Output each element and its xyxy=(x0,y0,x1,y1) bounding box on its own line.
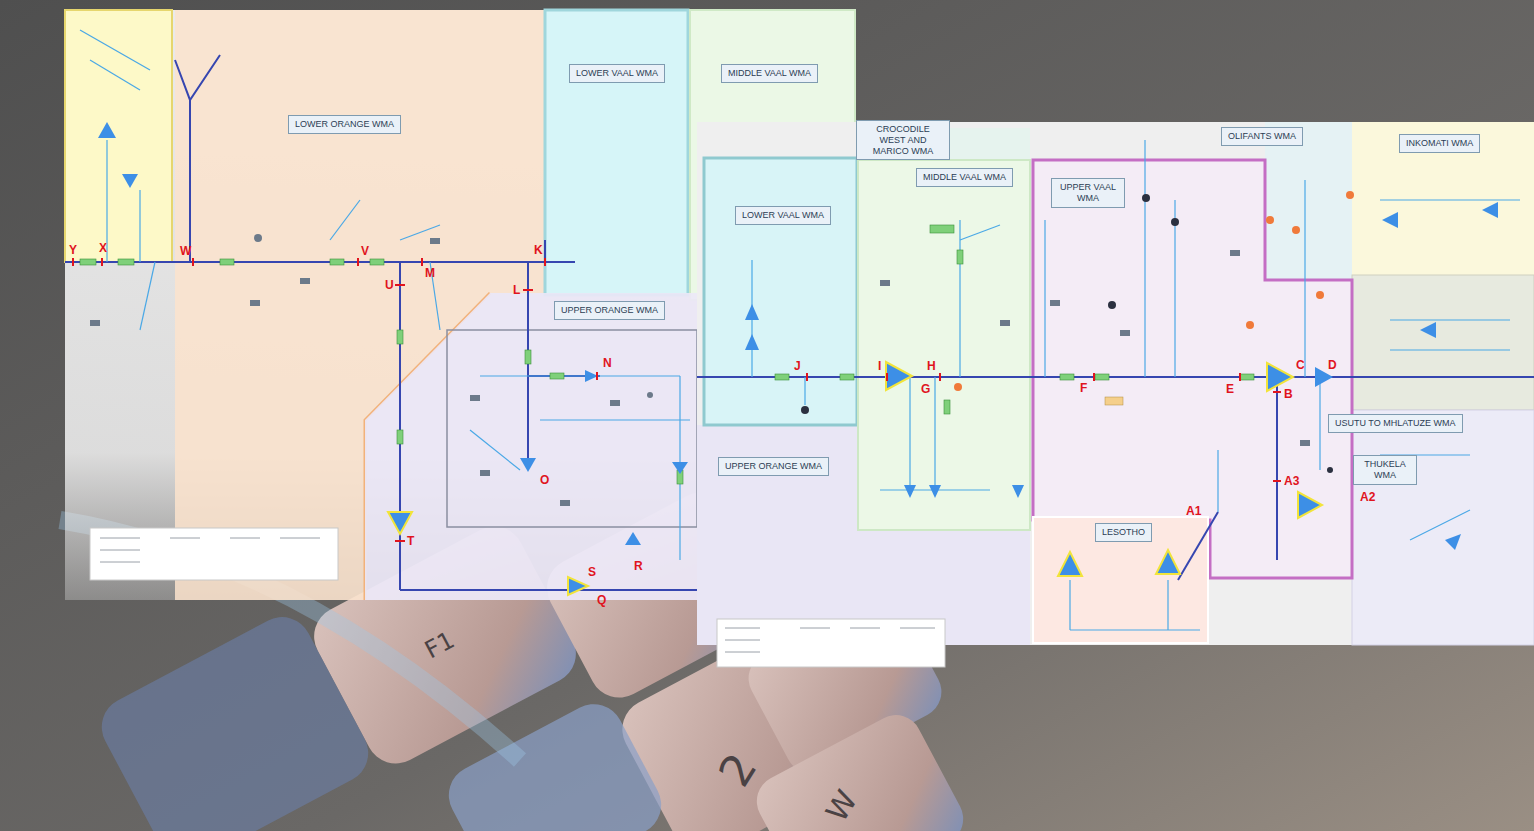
flow-point-marker: A3 xyxy=(1284,475,1299,487)
wma-label: CROCODILE WEST AND MARICO WMA xyxy=(856,120,950,160)
wma-name: OLIFANTS WMA xyxy=(1228,131,1296,142)
wma-name: LOWER VAAL WMA xyxy=(576,68,658,79)
flow-point-marker: J xyxy=(794,360,801,372)
flow-point-marker: U xyxy=(385,279,394,291)
wma-label: LOWER VAAL WMA xyxy=(735,206,831,225)
wma-label: THUKELA WMA xyxy=(1353,455,1417,485)
point-ticks xyxy=(73,258,1281,541)
wma-label: OLIFANTS WMA xyxy=(1221,127,1303,146)
wma-name: MIDDLE VAAL WMA xyxy=(728,68,811,79)
wma-name: CROCODILE WEST AND MARICO WMA xyxy=(863,124,943,156)
flow-point-marker: B xyxy=(1284,388,1293,400)
wma-label: UPPER ORANGE WMA xyxy=(554,301,665,320)
wma-name: UPPER ORANGE WMA xyxy=(561,305,658,316)
flow-point-marker: K xyxy=(534,244,543,256)
flow-point-marker: V xyxy=(361,245,369,257)
flow-point-marker: D xyxy=(1328,359,1337,371)
wma-label: MIDDLE VAAL WMA xyxy=(721,64,818,83)
flow-point-marker: L xyxy=(513,284,520,296)
flow-point-marker: S xyxy=(588,566,596,578)
wma-name: UPPER ORANGE WMA xyxy=(725,461,822,472)
flow-point-marker: R xyxy=(634,560,643,572)
flow-point-marker: Y xyxy=(69,244,77,256)
flow-point-marker: W xyxy=(180,245,191,257)
wma-label: USUTU TO MHLATUZE WMA xyxy=(1328,414,1463,433)
wma-label: INKOMATI WMA xyxy=(1399,134,1480,153)
wma-name: UPPER VAAL WMA xyxy=(1058,182,1118,204)
wma-name: USUTU TO MHLATUZE WMA xyxy=(1335,418,1456,429)
wma-name: LESOTHO xyxy=(1102,527,1145,538)
flow-point-marker: F xyxy=(1080,382,1087,394)
wma-label: UPPER ORANGE WMA xyxy=(718,457,829,476)
wma-label: LESOTHO xyxy=(1095,523,1152,542)
flow-point-marker: I xyxy=(878,360,881,372)
wma-name: THUKELA WMA xyxy=(1360,459,1410,481)
right-schematic xyxy=(697,122,1534,667)
flow-point-marker: T xyxy=(407,535,414,547)
flow-point-marker: Q xyxy=(597,594,606,606)
wma-name: MIDDLE VAAL WMA xyxy=(923,172,1006,183)
wma-label: LOWER ORANGE WMA xyxy=(288,115,401,134)
flow-point-marker: A2 xyxy=(1360,491,1375,503)
wma-label: MIDDLE VAAL WMA xyxy=(916,168,1013,187)
flow-point-marker: E xyxy=(1226,383,1234,395)
flow-point-marker: X xyxy=(99,242,107,254)
wma-name: INKOMATI WMA xyxy=(1406,138,1473,149)
wma-name: LOWER VAAL WMA xyxy=(742,210,824,221)
flow-point-marker: H xyxy=(927,360,936,372)
flow-point-marker: N xyxy=(603,357,612,369)
flow-point-marker: G xyxy=(921,383,930,395)
flow-point-marker: M xyxy=(425,267,435,279)
wma-name: LOWER ORANGE WMA xyxy=(295,119,394,130)
flow-point-marker: O xyxy=(540,474,549,486)
flow-point-marker: C xyxy=(1296,359,1305,371)
wma-label: UPPER VAAL WMA xyxy=(1051,178,1125,208)
wma-label: LOWER VAAL WMA xyxy=(569,64,665,83)
flow-point-marker: A1 xyxy=(1186,505,1201,517)
